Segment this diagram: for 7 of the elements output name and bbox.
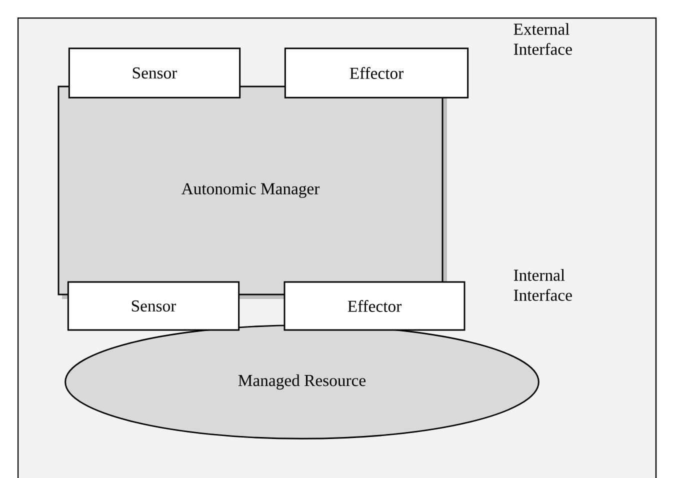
- interface-label: Internal Interface: [514, 269, 572, 301]
- sensor-box: Sensor: [68, 48, 241, 98]
- interface-label: External Interface: [514, 23, 572, 55]
- manager-box: Autonomic Manager: [58, 86, 447, 299]
- effector-box: Effector: [284, 48, 469, 98]
- sensor-box: Sensor: [67, 281, 240, 331]
- effector-box: Effector: [284, 281, 466, 331]
